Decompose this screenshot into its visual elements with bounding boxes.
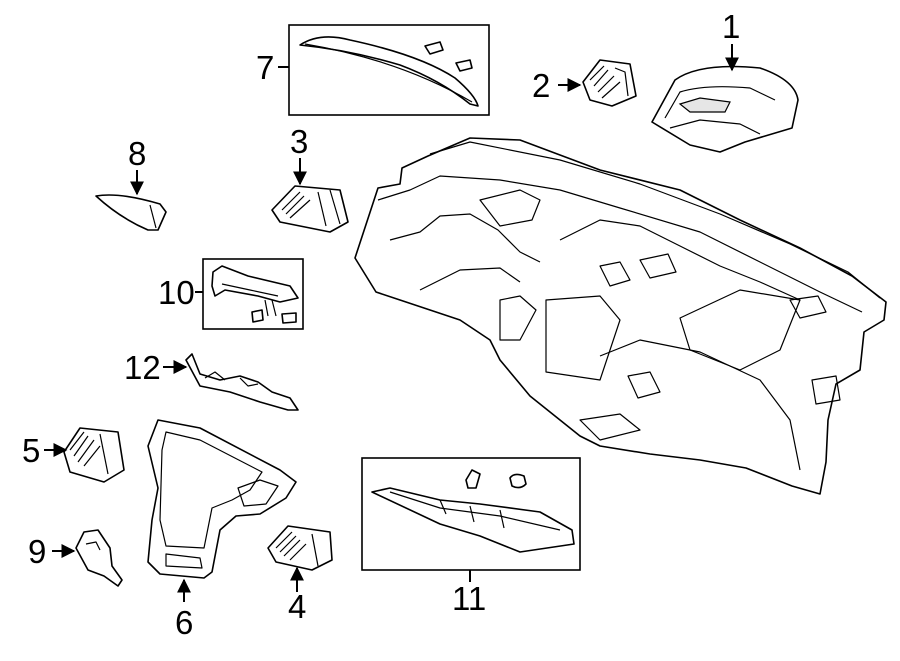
leader-lines bbox=[44, 44, 739, 602]
instrument-panel-frame bbox=[354, 137, 887, 495]
callout-7: 7 bbox=[256, 49, 274, 86]
part-12-lower-trim bbox=[185, 353, 299, 411]
part-9-switch bbox=[75, 529, 123, 587]
callout-4: 4 bbox=[288, 588, 306, 625]
part-11-glove-box bbox=[361, 457, 581, 571]
part-7-box bbox=[288, 24, 490, 116]
part-7-dash-panel bbox=[288, 24, 490, 116]
part-10-bracket bbox=[202, 258, 304, 330]
callout-8: 8 bbox=[128, 135, 146, 172]
callout-labels: 1 2 3 4 5 6 7 8 9 10 11 12 bbox=[22, 8, 740, 641]
part-5-left-vent bbox=[63, 427, 125, 483]
part-2-vent bbox=[582, 59, 637, 107]
part-10-box bbox=[202, 258, 304, 330]
callout-12: 12 bbox=[124, 349, 161, 386]
callout-2: 2 bbox=[532, 67, 550, 104]
part-1-cluster-hood bbox=[651, 65, 799, 153]
callout-11: 11 bbox=[452, 580, 486, 617]
callout-3: 3 bbox=[290, 123, 308, 160]
callout-6: 6 bbox=[175, 604, 193, 641]
part-8-trim-cap bbox=[95, 194, 167, 231]
part-6-center-bezel bbox=[147, 419, 297, 579]
callout-1: 1 bbox=[722, 8, 740, 45]
part-4-right-vent bbox=[267, 525, 333, 571]
callout-9: 9 bbox=[28, 533, 46, 570]
callout-5: 5 bbox=[22, 432, 40, 469]
part-3-side-vent bbox=[271, 185, 349, 233]
callout-10: 10 bbox=[158, 274, 195, 311]
